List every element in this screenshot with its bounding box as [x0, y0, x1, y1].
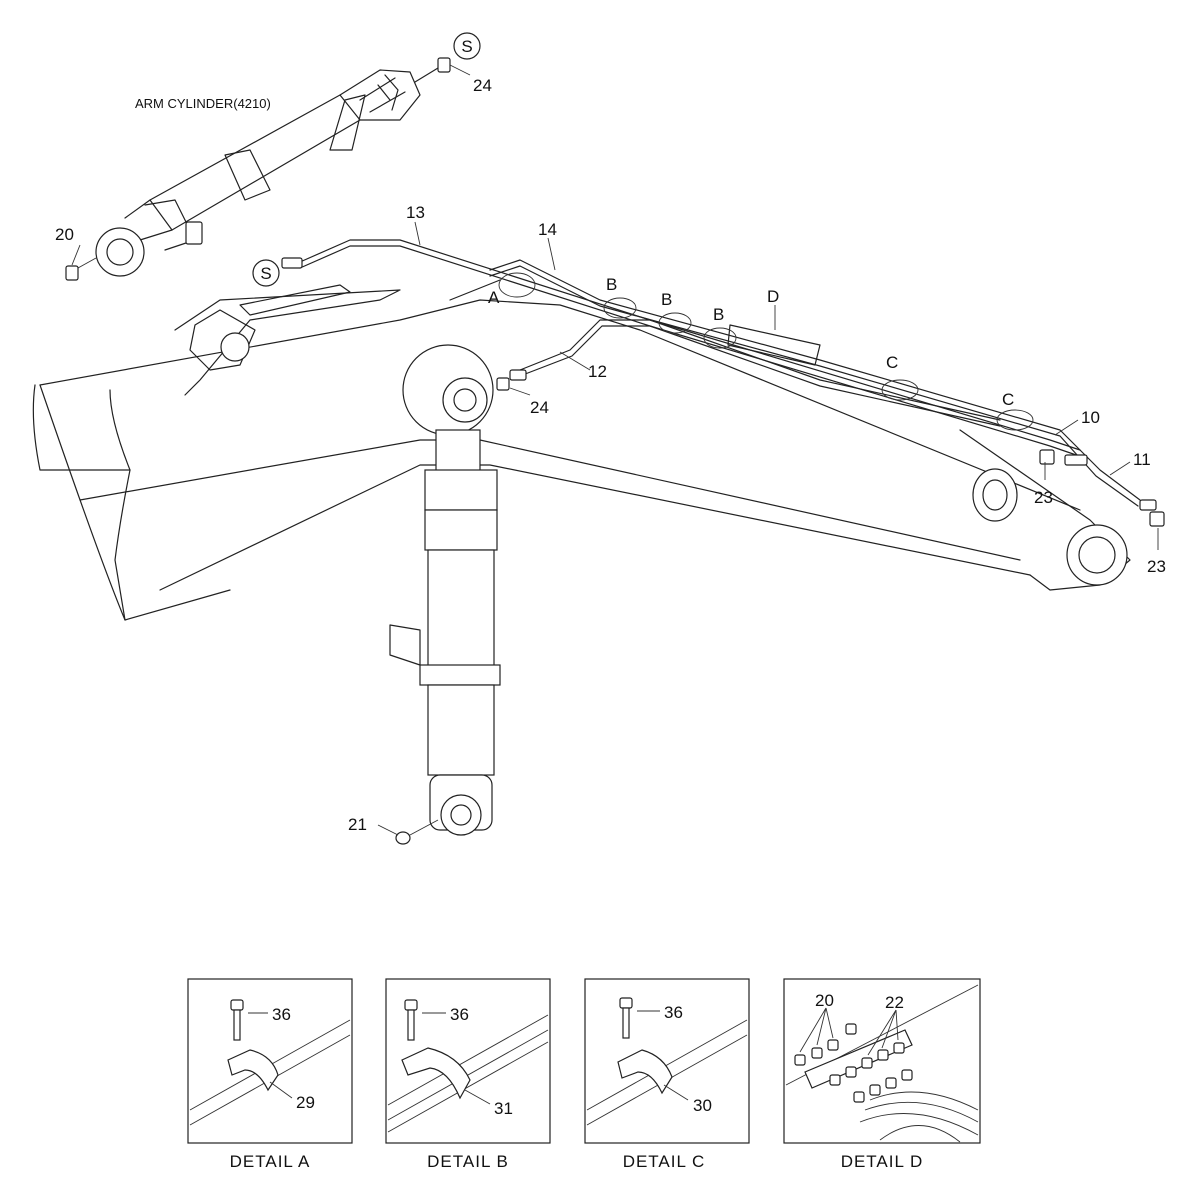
clamp-c-1: C: [886, 353, 898, 372]
clamp-b-2: B: [661, 290, 672, 309]
detail-c: 36 30: [584, 978, 750, 1144]
s-marker-mid: [252, 259, 280, 287]
detail-a-bolt: 36: [272, 1005, 291, 1024]
s-marker-top: [453, 32, 481, 60]
detail-a-clamp: 29: [296, 1093, 315, 1112]
detail-c-caption: DETAIL C: [623, 1152, 706, 1171]
part-21: 21: [348, 815, 367, 834]
clamp-d: D: [767, 287, 779, 306]
detail-b-caption: DETAIL B: [427, 1152, 509, 1171]
detail-c-clamp: 30: [693, 1096, 712, 1115]
detail-d-caption: DETAIL D: [841, 1152, 924, 1171]
part-23-b: 23: [1147, 557, 1166, 576]
part-12: 12: [588, 362, 607, 381]
clamp-a: A: [488, 288, 500, 307]
clamp-c-2: C: [1002, 390, 1014, 409]
part-11: 11: [1133, 450, 1151, 469]
detail-d-right-group: 22: [885, 993, 904, 1012]
boom-cylinder-drawing: [389, 344, 501, 845]
part-20: 20: [55, 225, 74, 244]
detail-b-clamp: 31: [494, 1099, 513, 1118]
detail-d: 20 22: [783, 978, 981, 1144]
detail-b-bolt: 36: [450, 1005, 469, 1024]
arm-cylinder-drawing: [65, 57, 451, 281]
arm-cylinder-label: ARM CYLINDER(4210): [135, 96, 271, 111]
part-24-top: 24: [473, 76, 492, 95]
detail-a: 36 29: [187, 978, 353, 1144]
detail-d-nuts: [794, 1023, 913, 1103]
part-14: 14: [538, 220, 557, 239]
part-24-mid: 24: [530, 398, 549, 417]
part-10: 10: [1081, 408, 1100, 427]
s-marker-mid-label: S: [260, 264, 271, 283]
clamp-b-1: B: [606, 275, 617, 294]
part-13: 13: [406, 203, 425, 222]
leader-lines: [71, 64, 1159, 836]
hydraulic-lines: [281, 239, 1165, 527]
clamp-b-3: B: [713, 305, 724, 324]
part-23-a: 23: [1034, 488, 1053, 507]
detail-c-bolt: 36: [664, 1003, 683, 1022]
boom-drawing: [32, 279, 1131, 621]
s-marker-top-label: S: [461, 37, 472, 56]
detail-b: 36 31: [385, 978, 551, 1144]
detail-a-caption: DETAIL A: [230, 1152, 311, 1171]
detail-d-left-group: 20: [815, 991, 834, 1010]
